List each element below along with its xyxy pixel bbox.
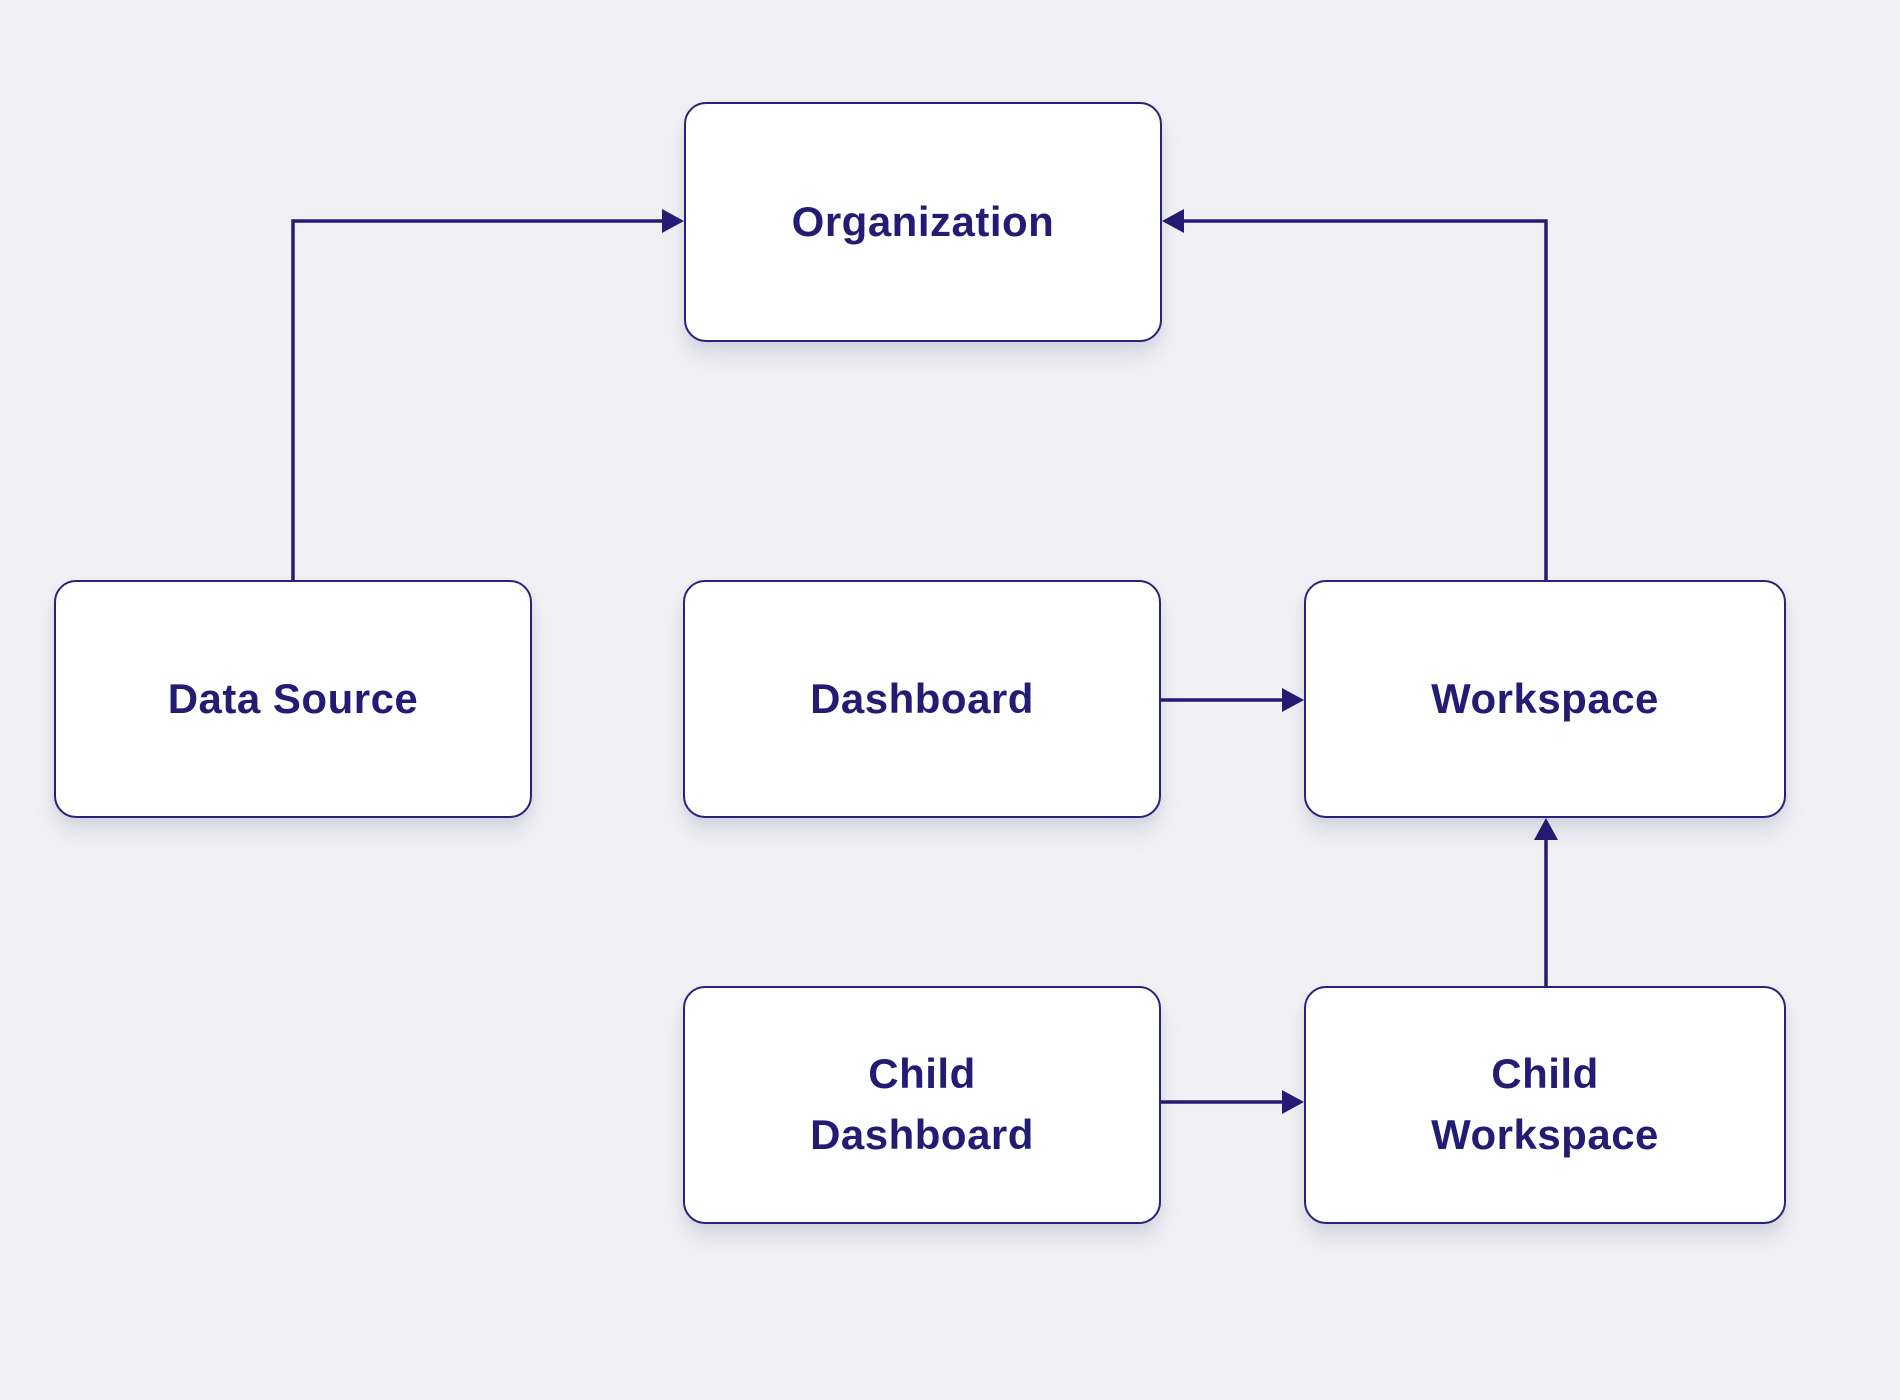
node-dashboard: Dashboard (683, 580, 1161, 818)
label-line: Child (868, 1050, 976, 1098)
label-line: Dashboard (810, 674, 1034, 722)
node-organization-label: Organization (792, 192, 1055, 253)
label-line: Workspace (1431, 1111, 1659, 1158)
arrowhead-up-icon (1534, 818, 1558, 840)
label-line: Child (1491, 1050, 1599, 1098)
edge-data-source-to-organization (291, 219, 664, 582)
arrowhead-left-icon (1162, 209, 1184, 233)
arrowhead-right-icon (1282, 688, 1304, 712)
label-line: Dashboard (810, 1111, 1034, 1158)
node-workspace: Workspace (1304, 580, 1786, 818)
node-child-dashboard-label: Child Dashboard (810, 1044, 1034, 1166)
node-data-source-label: Data Source (168, 669, 419, 730)
node-child-dashboard: Child Dashboard (683, 986, 1161, 1224)
label-line: Data Source (167, 674, 419, 722)
label-line: Organization (791, 197, 1055, 245)
node-organization: Organization (684, 102, 1162, 342)
label-line: Workspace (1431, 674, 1659, 722)
arrowhead-right-icon (1282, 1090, 1304, 1114)
node-data-source: Data Source (54, 580, 532, 818)
edge-workspace-to-organization (1182, 219, 1548, 582)
node-dashboard-label: Dashboard (810, 669, 1034, 730)
node-workspace-label: Workspace (1431, 669, 1659, 730)
node-child-workspace-label: Child Workspace (1431, 1044, 1659, 1166)
arrowhead-right-icon (662, 209, 684, 233)
node-child-workspace: Child Workspace (1304, 986, 1786, 1224)
